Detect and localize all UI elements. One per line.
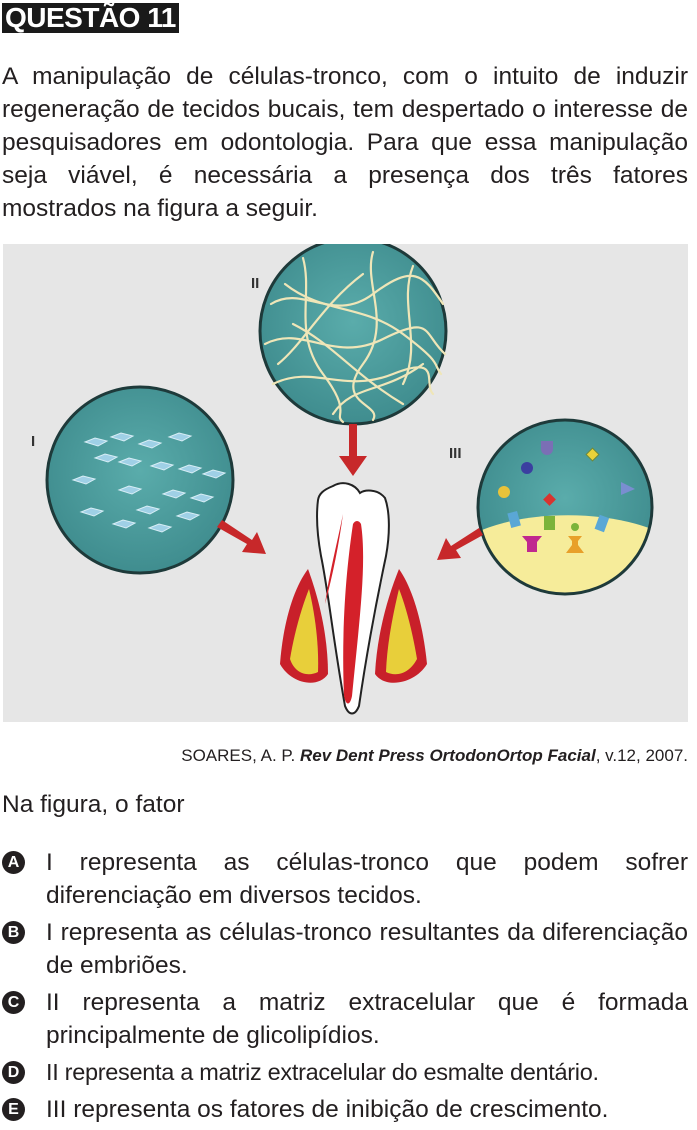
arrows: [217, 424, 483, 560]
figure-label-i: I: [31, 433, 35, 450]
figure-source: SOARES, A. P. Rev Dent Press OrtodonOrto…: [181, 744, 688, 768]
option-d[interactable]: D II representa a matriz extracelular do…: [2, 1056, 688, 1089]
figure-label-ii: II: [251, 275, 259, 292]
source-details: , v.12, 2007.: [595, 746, 688, 765]
source-author: SOARES, A. P.: [181, 746, 300, 765]
option-d-badge: D: [2, 1061, 25, 1084]
stem-cells-circle: [45, 385, 235, 575]
matrix-circle: [258, 244, 448, 426]
option-e[interactable]: E III representa os fatores de inibição …: [2, 1093, 688, 1126]
option-a-text: I representa as células-tronco que podem…: [46, 849, 688, 909]
option-c-badge: C: [2, 991, 25, 1014]
figure-label-iii: III: [449, 445, 462, 462]
tooth-illustration: [280, 482, 427, 715]
growth-factors-circle: [476, 418, 654, 596]
question-stem: Na figura, o fator: [2, 791, 185, 818]
question-intro: A manipulação de células-tronco, com o i…: [2, 63, 688, 222]
option-c[interactable]: C II representa a matriz extracelular qu…: [2, 986, 688, 1052]
option-a-badge: A: [2, 851, 25, 874]
option-b[interactable]: B I representa as células-tronco resulta…: [2, 916, 688, 982]
source-journal: Rev Dent Press OrtodonOrtop Facial: [300, 746, 596, 765]
figure: II I III: [3, 244, 688, 722]
option-e-badge: E: [2, 1098, 25, 1121]
option-b-text: I representa as células-tronco resultant…: [46, 919, 688, 979]
question-title: QUESTÃO 11: [2, 3, 179, 33]
answer-options: A I representa as células-tronco que pod…: [2, 846, 688, 1130]
figure-illustration: II I III: [31, 244, 654, 715]
option-e-text: III representa os fatores de inibição de…: [46, 1096, 609, 1123]
option-a[interactable]: A I representa as células-tronco que pod…: [2, 846, 688, 912]
option-c-text: II representa a matriz extracelular que …: [46, 989, 688, 1049]
option-d-text: II representa a matriz extracelular do e…: [46, 1059, 599, 1085]
option-b-badge: B: [2, 921, 25, 944]
